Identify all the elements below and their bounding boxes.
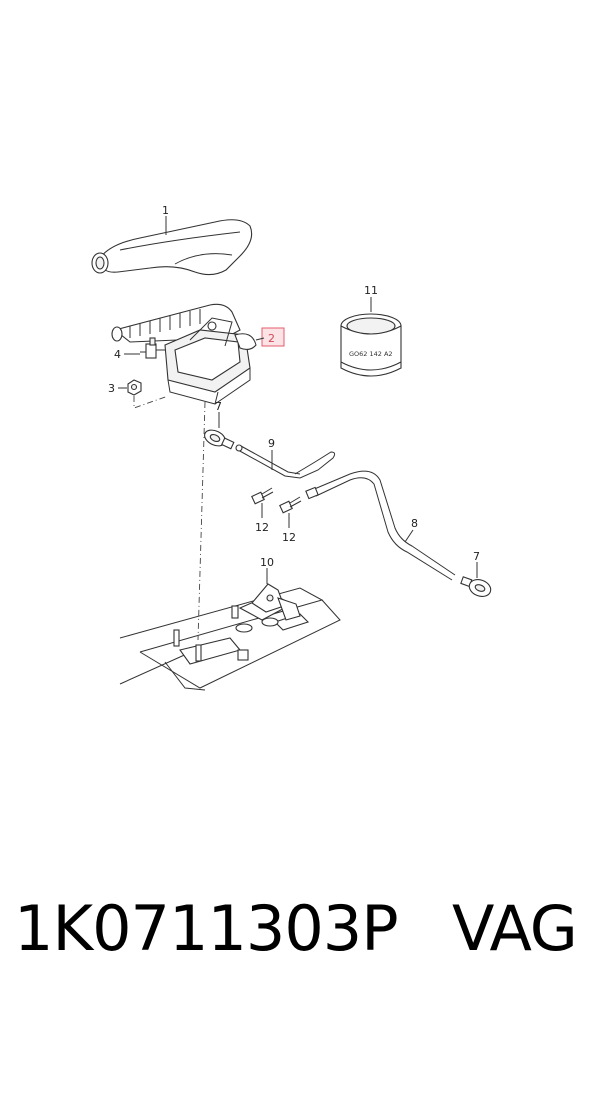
callout-4: 4 [114,348,121,361]
callout-7a: 7 [215,400,222,413]
part-12-bolt-left [251,487,274,505]
callout-7b: 7 [473,550,480,563]
leader-2 [255,337,265,341]
part-8-rod [305,470,456,581]
callout-3: 3 [108,382,115,395]
floor-pan [119,587,341,691]
exploded-parts-diagram: 1 2 4 3 [91,204,492,691]
part-2-lever-assembly [111,303,257,405]
part-4-switch [140,337,165,359]
part-number: 1K0711303P [14,892,399,965]
part-12-bolt-right [279,496,302,514]
assembly-line-vertical [197,401,206,641]
leader-8 [404,529,414,543]
part-7-eye-end-lower [460,576,492,597]
part-11-ring: GO62 142 A2 [340,313,402,377]
callout-9: 9 [268,437,275,450]
brand-name: VAG [452,892,578,965]
part-10-bracket [238,583,301,621]
assembly-line-nut [133,395,169,409]
part-caption: 1K0711303P VAG [0,892,600,982]
part-7-eye-end-upper [204,429,235,450]
callout-10: 10 [260,556,274,569]
part-3-nut [127,379,142,396]
lever-ratchet-teeth [129,309,201,338]
callout-2-highlight [261,327,285,347]
callout-1: 1 [162,204,169,217]
callout-12b: 12 [282,531,296,544]
callout-8: 8 [411,517,418,530]
callout-2: 2 [268,332,275,345]
studs [173,605,279,662]
part-1-grip-cover [91,219,253,276]
part-9-cable [235,444,336,479]
callout-12a: 12 [255,521,269,534]
ring-stamp: GO62 142 A2 [349,350,393,358]
callout-11: 11 [364,284,378,297]
